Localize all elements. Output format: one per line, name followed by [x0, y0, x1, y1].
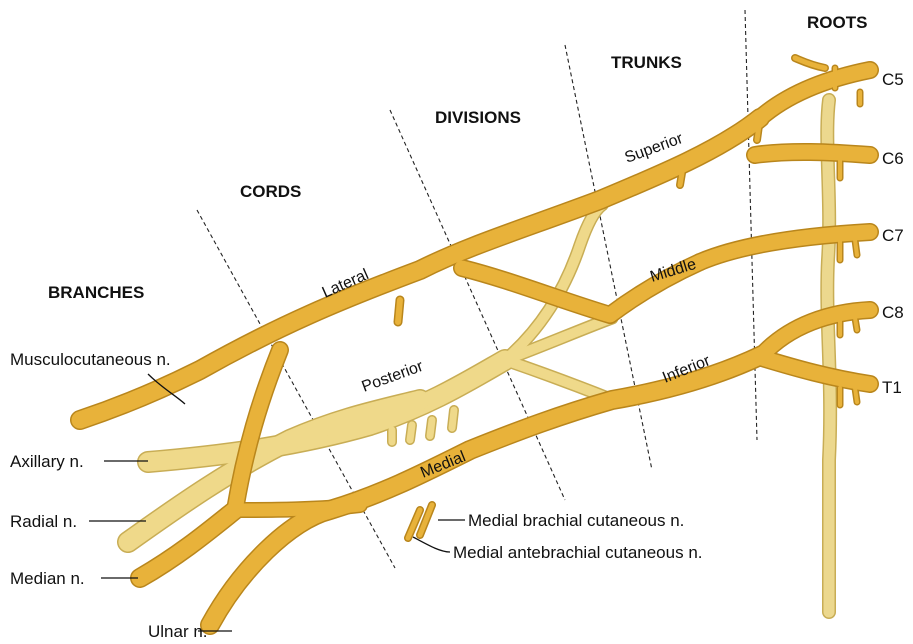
- branch-label-medial-brachial-cutaneous: Medial brachial cutaneous n.: [468, 511, 684, 530]
- root-label-t1: T1: [882, 378, 902, 397]
- posterior-cord-system: [117, 198, 619, 553]
- header-branches: BRANCHES: [48, 283, 144, 302]
- header-roots: ROOTS: [807, 13, 867, 32]
- nerve-system: [70, 54, 879, 635]
- leader-medial-antebrachial-cutaneous: [412, 536, 451, 553]
- sympathetic-chain: [820, 93, 838, 619]
- root-label-c7: C7: [882, 226, 904, 245]
- branch-label-medial-antebrachial-cutaneous: Medial antebrachial cutaneous n.: [453, 543, 703, 562]
- branch-labels: Musculocutaneous n. Axillary n. Radial n…: [10, 350, 703, 641]
- branch-label-median: Median n.: [10, 569, 85, 588]
- section-dividers: [196, 9, 758, 569]
- divider-roots-trunks: [744, 9, 758, 441]
- root-label-c8: C8: [882, 303, 904, 322]
- root-labels: C5 C6 C7 C8 T1: [882, 70, 904, 397]
- header-divisions: DIVISIONS: [435, 108, 521, 127]
- divider-cords-branches: [196, 209, 396, 569]
- divider-divisions-cords: [389, 109, 566, 501]
- header-cords: CORDS: [240, 182, 301, 201]
- branch-label-radial: Radial n.: [10, 512, 77, 531]
- sympathetic-trunk-fill: [821, 94, 836, 618]
- root-label-c5: C5: [882, 70, 904, 89]
- header-trunks: TRUNKS: [611, 53, 682, 72]
- branch-label-axillary: Axillary n.: [10, 452, 84, 471]
- branch-label-ulnar: Ulnar n.: [148, 622, 208, 641]
- divider-trunks-divisions: [564, 44, 653, 471]
- root-label-c6: C6: [882, 149, 904, 168]
- section-headers: ROOTS TRUNKS DIVISIONS CORDS BRANCHES: [48, 13, 867, 302]
- leader-musculocutaneous: [147, 373, 186, 405]
- branch-label-musculocutaneous: Musculocutaneous n.: [10, 350, 171, 369]
